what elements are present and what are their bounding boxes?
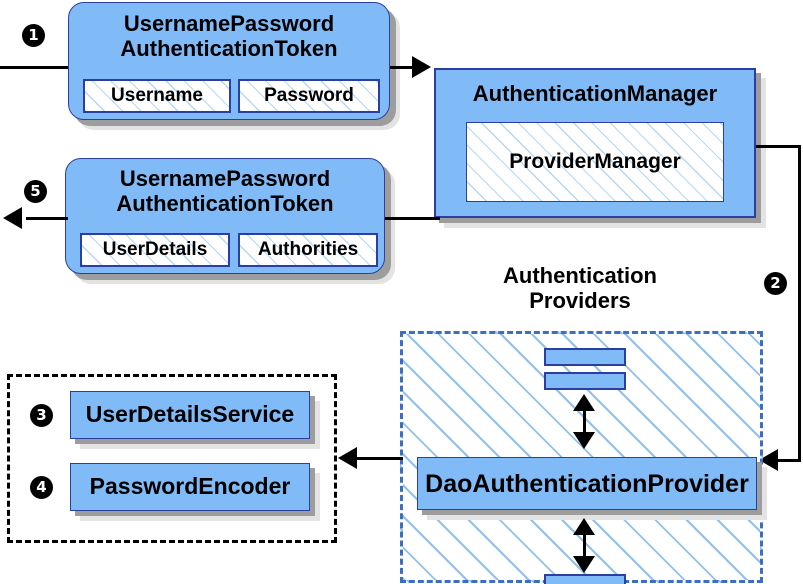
connector-provider-to-services [357,457,403,460]
authentication-providers-caption: Authentication Providers [455,263,705,313]
passwordencoder-box[interactable]: PasswordEncoder [70,463,310,511]
request-authentication-token-box[interactable]: UsernamePassword AuthenticationToken Use… [68,2,390,120]
response-token-title: UsernamePassword AuthenticationToken [66,159,384,216]
authentication-providers-caption-line1: Authentication [503,263,657,288]
userdetailsservice-box[interactable]: UserDetailsService [70,391,310,439]
field-password[interactable]: Password [238,79,380,113]
arrowhead-chain-top-up [573,394,595,411]
provider-stub-top-1 [544,348,626,366]
arrowhead-chain-bottom-down [573,556,595,573]
field-username-label: Username [111,85,203,107]
step-marker-3-label: 3 [36,406,47,424]
step-marker-2-label: 2 [770,274,781,292]
arrowhead-chain-top-down [573,432,595,449]
step-marker-1-label: 1 [28,26,39,44]
field-username[interactable]: Username [83,79,231,113]
connector-provider-chain-bottom [583,526,586,564]
response-authentication-token-box[interactable]: UsernamePassword AuthenticationToken Use… [65,158,385,274]
field-authorities[interactable]: Authorities [238,233,378,267]
step-marker-2: 2 [764,272,787,295]
request-token-title-line2: AuthenticationToken [120,35,338,61]
connector-token-to-manager [390,66,418,69]
provider-manager-label: ProviderManager [509,150,681,174]
dao-authentication-provider-box[interactable]: DaoAuthenticationProvider [417,457,757,510]
provider-stub-top-2 [544,372,626,390]
field-userdetails[interactable]: UserDetails [80,233,230,267]
step-marker-1: 1 [22,24,45,47]
response-token-title-line1: UsernamePassword [119,166,331,191]
step-marker-4: 4 [30,476,53,499]
arrowhead-into-provider [759,449,778,471]
connector-right-vertical [798,145,801,462]
connector-manager-to-response-token [385,217,440,220]
connector-into-provider [778,459,800,462]
authentication-providers-caption-line2: Providers [529,287,631,313]
arrowhead-provider-to-services [338,447,357,469]
connector-manager-right [756,145,801,148]
passwordencoder-label: PasswordEncoder [89,473,291,500]
connector-request-in [0,66,70,69]
field-password-label: Password [264,85,354,107]
dao-authentication-provider-label: DaoAuthenticationProvider [425,469,749,498]
arrowhead-chain-bottom-up [573,518,595,535]
step-marker-5: 5 [24,180,47,203]
arrowhead-token-to-manager [412,56,431,78]
connector-response-out [26,217,68,220]
request-token-title-line1: UsernamePassword [123,11,335,36]
request-token-title: UsernamePassword AuthenticationToken [69,3,389,61]
field-authorities-label: Authorities [257,239,359,261]
field-userdetails-label: UserDetails [102,239,208,261]
services-container[interactable]: UserDetailsService 3 PasswordEncoder 4 [7,374,337,543]
step-marker-5-label: 5 [30,182,41,200]
provider-manager-box[interactable]: ProviderManager [466,122,724,202]
step-marker-3: 3 [30,404,53,427]
provider-stub-bottom-1 [544,574,626,584]
authentication-providers-container[interactable]: DaoAuthenticationProvider [400,331,767,584]
response-token-title-line2: AuthenticationToken [116,190,334,216]
step-marker-4-label: 4 [36,478,47,496]
arrowhead-response-out [3,207,22,229]
userdetailsservice-label: UserDetailsService [85,401,295,428]
authentication-manager-box[interactable]: AuthenticationManager ProviderManager [434,68,756,218]
authentication-manager-title: AuthenticationManager [472,81,718,106]
connector-provider-chain-top [583,402,586,440]
